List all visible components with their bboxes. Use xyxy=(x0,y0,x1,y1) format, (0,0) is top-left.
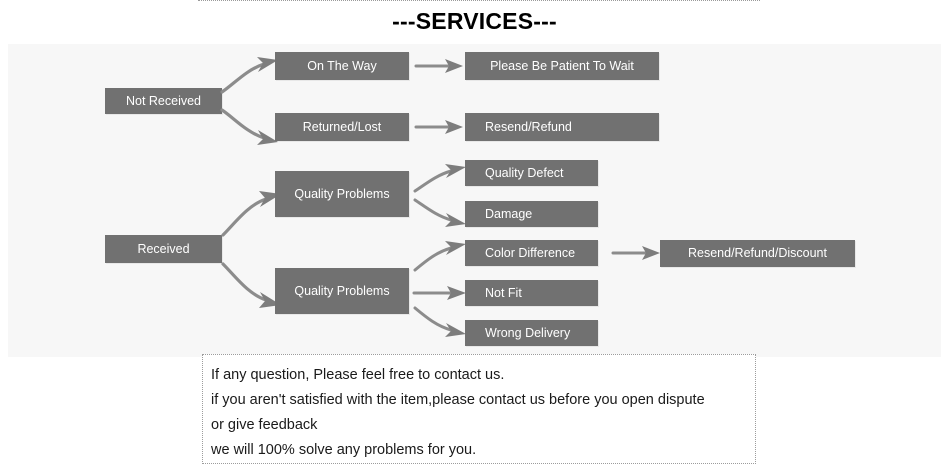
node-on-the-way: On The Way xyxy=(275,52,409,80)
node-please-be-patient-to-wait: Please Be Patient To Wait xyxy=(465,52,659,80)
node-quality-problems-bottom: Quality Problems xyxy=(275,268,409,314)
node-resend-refund-discount: Resend/Refund/Discount xyxy=(660,240,855,267)
title-band: ---SERVICES--- xyxy=(0,0,949,44)
note-line-1: If any question, Please feel free to con… xyxy=(211,367,505,383)
arrow-on-the-way-to-please-wait xyxy=(414,56,467,76)
node-received: Received xyxy=(105,235,222,263)
node-resend-refund: Resend/Refund xyxy=(465,113,659,141)
title-divider xyxy=(198,0,760,1)
node-quality-problems-top: Quality Problems xyxy=(275,171,409,217)
arrow-to-damage xyxy=(413,194,471,234)
page-title: ---SERVICES--- xyxy=(392,8,557,34)
node-returned-lost: Returned/Lost xyxy=(275,113,409,141)
arrow-to-resend-refund-discount xyxy=(611,243,664,263)
arrow-not-received-to-on-the-way xyxy=(220,50,282,94)
contact-note-box: If any question, Please feel free to con… xyxy=(202,354,756,464)
node-wrong-delivery: Wrong Delivery xyxy=(465,320,598,346)
note-line-4: we will 100% solve any problems for you. xyxy=(211,442,477,458)
note-line-2: if you aren't satisfied with the item,pl… xyxy=(211,392,705,408)
node-damage: Damage xyxy=(465,201,598,227)
arrow-not-received-to-returned-lost xyxy=(220,106,282,150)
arrow-to-wrong-delivery xyxy=(413,302,471,346)
node-quality-defect: Quality Defect xyxy=(465,160,598,186)
arrow-to-color-difference xyxy=(413,232,471,276)
note-line-3: or give feedback xyxy=(211,417,318,433)
arrow-to-quality-defect xyxy=(413,157,471,197)
node-not-received: Not Received xyxy=(105,88,222,114)
node-color-difference: Color Difference xyxy=(465,240,598,266)
arrow-to-not-fit xyxy=(412,283,471,303)
services-flowchart: Not Received On The Way Please Be Patien… xyxy=(8,44,941,357)
arrow-returned-lost-to-resend-refund xyxy=(414,117,467,137)
node-not-fit: Not Fit xyxy=(465,280,598,306)
